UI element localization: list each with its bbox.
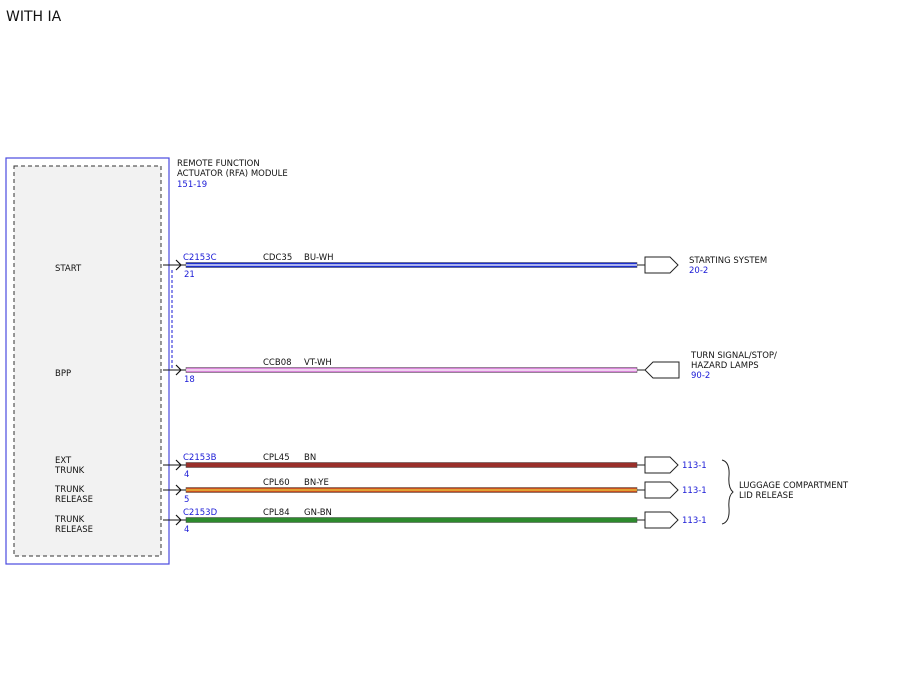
pin-label-trunk-release-b-2: RELEASE — [55, 525, 93, 535]
connector-in-icon — [644, 361, 680, 379]
wire-color-code: VT-WH — [304, 358, 332, 368]
connector-out-icon — [644, 456, 679, 474]
dest-turn-signal-ref: 90-2 — [691, 371, 710, 381]
dest-starting-system: STARTING SYSTEM — [689, 256, 767, 266]
dest-luggage-1: LUGGAGE COMPARTMENT — [739, 481, 849, 491]
pin-arrow-icon — [175, 364, 182, 376]
circuit-id: CPL45 — [263, 453, 290, 463]
connector-out-icon — [644, 256, 679, 274]
dest-luggage-ref-2: 113-1 — [682, 486, 707, 496]
page-title: WITH IA — [6, 9, 62, 25]
circuit-id: CPL60 — [263, 478, 290, 488]
grouping-brace — [721, 459, 734, 525]
connector-out-icon — [644, 511, 679, 529]
wire — [185, 517, 638, 523]
wire-color-code: BN-YE — [304, 478, 329, 488]
pin-number: 4 — [184, 525, 189, 535]
wire — [185, 462, 638, 468]
module-name-line2: ACTUATOR (RFA) MODULE — [177, 169, 288, 179]
pin-label-ext-trunk-1: EXT — [55, 456, 72, 466]
connector-id: C2153C — [183, 253, 217, 263]
dest-luggage-ref-3: 113-1 — [682, 516, 707, 526]
pin-number: 5 — [184, 495, 189, 505]
pin-label-trunk-release-a-1: TRUNK — [54, 485, 85, 495]
pin-label-trunk-release-b-1: TRUNK — [54, 515, 85, 525]
dest-luggage-2: LID RELEASE — [739, 491, 793, 501]
module-body — [13, 165, 162, 557]
connector-id: C2153B — [183, 453, 217, 463]
pin-label-trunk-release-a-2: RELEASE — [55, 495, 93, 505]
pin-arrow-icon — [175, 514, 182, 526]
pin-arrow-icon — [175, 459, 182, 471]
dest-starting-ref: 20-2 — [689, 266, 708, 276]
pin-label-ext-trunk-2: TRUNK — [54, 466, 85, 476]
pin-number: 21 — [184, 270, 195, 280]
module-ref: 151-19 — [177, 180, 207, 190]
pin-arrow-icon — [175, 259, 182, 271]
wire-color-code: BN — [304, 453, 316, 463]
circuit-id: CPL84 — [263, 508, 290, 518]
wire-color-code: BU-WH — [304, 253, 334, 263]
pin-arrow-icon — [175, 484, 182, 496]
pin-number: 18 — [184, 375, 195, 385]
connector-id: C2153D — [183, 508, 218, 518]
wire-color-code: GN-BN — [304, 508, 332, 518]
circuit-id: CCB08 — [263, 358, 292, 368]
pin-label-bpp: BPP — [55, 369, 71, 379]
dest-turn-signal-2: HAZARD LAMPS — [691, 361, 759, 371]
module-name-line1: REMOTE FUNCTION — [177, 159, 260, 169]
dest-turn-signal-1: TURN SIGNAL/STOP/ — [690, 351, 777, 361]
dest-luggage-ref-1: 113-1 — [682, 461, 707, 471]
pin-label-start: START — [55, 264, 82, 274]
pin-number: 4 — [184, 470, 189, 480]
connector-out-icon — [644, 481, 679, 499]
circuit-id: CDC35 — [263, 253, 292, 263]
